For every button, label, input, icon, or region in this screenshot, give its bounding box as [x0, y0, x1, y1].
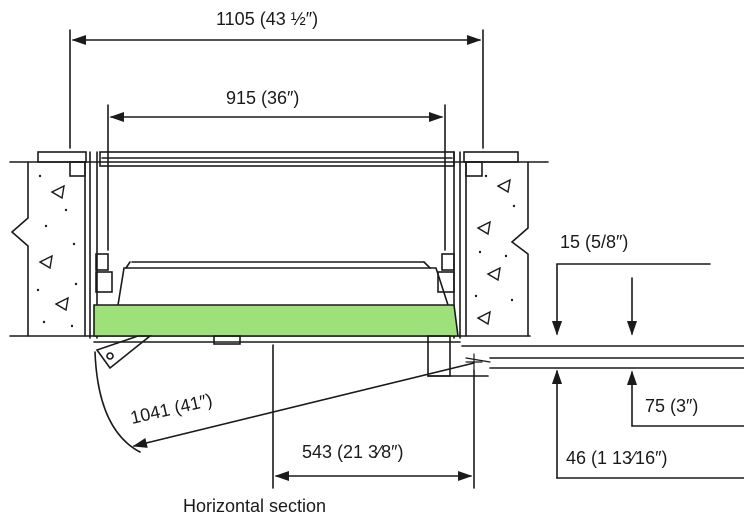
clear-width-dimension [107, 104, 446, 251]
offset-label: 543 (21 3⁄8″) [302, 442, 403, 462]
clear-width-label: 915 (36″) [226, 88, 299, 108]
depth-top-dimension [551, 263, 711, 336]
depth-bottom-dimension [551, 369, 744, 479]
center-stud [213, 335, 241, 345]
swing-radius-label: 1041 (41″) [128, 390, 214, 428]
floor-detail [427, 335, 744, 377]
concrete-speckle [36, 174, 516, 328]
threshold-highlight [93, 304, 459, 337]
section-caption: Horizontal section [183, 496, 326, 516]
depth-top-label: 15 (5/8″) [560, 232, 628, 252]
depth-bottom-label: 46 (1 13⁄16″) [566, 448, 667, 468]
swing-radius-line [132, 362, 475, 448]
swing-arc [94, 351, 141, 453]
overall-width-label: 1105 (43 ½″) [216, 9, 318, 29]
overall-width-dimension [69, 29, 484, 149]
right-wall [437, 151, 529, 339]
head-frame [99, 151, 455, 167]
depth-mid-label: 75 (3″) [645, 396, 698, 416]
panel-outline [117, 261, 449, 306]
offset-dimension [272, 344, 475, 489]
depth-mid-dimension [626, 370, 744, 427]
hinge-bracket [95, 335, 153, 370]
concrete-hatch [38, 178, 511, 326]
